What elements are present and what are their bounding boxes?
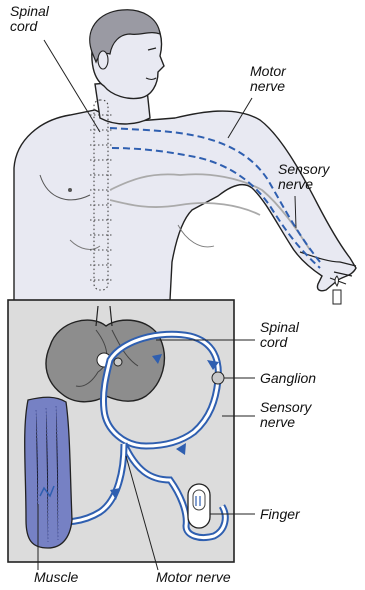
label-muscle: Muscle [34,570,78,585]
label-sensory-nerve-top-line2: nerve [278,177,329,192]
label-spinal-cord-inset-line2: cord [260,335,299,350]
label-sensory-nerve-inset-line1: Sensory [260,400,311,415]
label-spinal-cord-top-line1: Spinal [10,4,49,19]
label-motor-nerve-top-line2: nerve [250,79,286,94]
label-spinal-cord-top-line2: cord [10,19,49,34]
label-sensory-nerve-top: Sensory nerve [278,162,329,192]
label-finger: Finger [260,507,300,522]
inset-panel [8,300,255,570]
label-sensory-nerve-inset: Sensory nerve [260,400,311,430]
label-ganglion: Ganglion [260,371,316,386]
ganglion-node [212,372,224,384]
muscle-fibers [25,397,72,548]
label-motor-nerve-top-line1: Motor [250,64,286,79]
torso [14,110,356,305]
label-spinal-cord-inset: Spinal cord [260,320,299,350]
label-sensory-nerve-top-line1: Sensory [278,162,329,177]
label-sensory-nerve-inset-line2: nerve [260,415,311,430]
ear [98,51,108,69]
label-spinal-cord-top: Spinal cord [10,4,49,34]
label-motor-nerve-top: Motor nerve [250,64,286,94]
label-spinal-cord-inset-line1: Spinal [260,320,299,335]
synapse-node [114,358,122,366]
finger-icon [188,484,210,528]
label-motor-nerve-bottom: Motor nerve [156,570,231,585]
human-figure [14,10,356,305]
